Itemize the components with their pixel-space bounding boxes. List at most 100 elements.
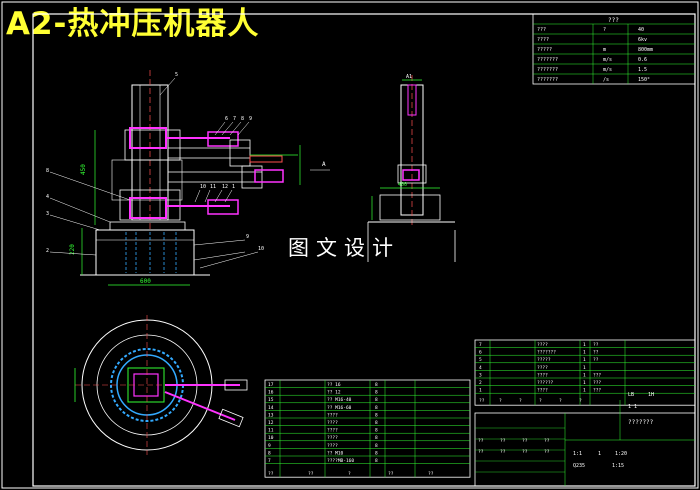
param-value: 1.5 — [638, 67, 647, 73]
assembly-no: 4 — [479, 365, 482, 371]
title-block-label: ?? — [478, 438, 484, 444]
assembly-name: ???? — [537, 365, 548, 371]
param-value: 800mm — [638, 47, 653, 53]
assembly-qty: 1 — [583, 342, 586, 348]
assembly-no: 5 — [479, 357, 482, 363]
param-name: ??? — [537, 27, 546, 33]
sheet-count: 1 1 — [628, 404, 637, 410]
code-value: LB — [628, 392, 634, 398]
assembly-qty: 1 — [583, 388, 586, 394]
parts-qty: 8 — [375, 420, 378, 426]
parts-no: 17 — [268, 382, 274, 388]
param-name: ???? — [537, 37, 549, 43]
part-callout: 5 — [175, 72, 178, 78]
lower-gripper — [129, 197, 167, 219]
front-view: 600 450 220 — [49, 70, 301, 286]
param-unit: m/s — [603, 57, 612, 63]
parts-footer-label: ?? — [428, 471, 434, 477]
dim-label: 450 — [80, 164, 87, 175]
parts-name: ???? — [327, 435, 338, 441]
parts-no: 11 — [268, 428, 274, 434]
param-value: 150° — [638, 77, 650, 83]
parts-no: 9 — [268, 443, 271, 449]
part-callout: 4 — [46, 194, 49, 200]
parts-qty: 8 — [375, 443, 378, 449]
parts-name: ???? — [327, 412, 338, 418]
part-callout: 7 — [233, 116, 236, 122]
part-callout: 10 — [200, 184, 206, 190]
parts-footer-label: ? — [348, 471, 351, 477]
parts-qty: 8 — [375, 458, 378, 464]
param-name: ??????? — [537, 57, 558, 63]
assembly-note: ??? — [593, 372, 601, 378]
assembly-name: ????? — [537, 357, 551, 363]
parts-footer-label: ?? — [308, 471, 314, 477]
assembly-name: ?????? — [537, 380, 554, 386]
parts-qty: 8 — [375, 450, 378, 456]
assembly-no: 1 — [479, 388, 482, 394]
code-value: 1H — [648, 392, 654, 398]
parts-qty: 8 — [375, 397, 378, 403]
side-view: A1 400 — [367, 74, 456, 262]
part-callout: 1 — [232, 184, 235, 190]
sheet-value: 1:15 — [612, 463, 624, 469]
title-block-label: ?? — [500, 438, 506, 444]
title-block-label: ?? — [544, 438, 550, 444]
drawing-title: A2-热冲压机器人 — [6, 6, 260, 42]
scale-value: 1:1 — [573, 451, 582, 457]
assembly-name: ???? — [537, 342, 548, 348]
watermark-stamp: 图文设计 — [288, 236, 400, 260]
assembly-note: ??? — [593, 388, 601, 394]
assembly-footer-label: ? — [539, 398, 542, 404]
quantity-value: 1 — [598, 451, 601, 457]
section-label: A — [322, 161, 326, 168]
assembly-name: ???? — [537, 388, 548, 394]
param-unit: /s — [603, 77, 609, 83]
part-callout: 3 — [46, 211, 49, 217]
part-callout: 8 — [46, 168, 49, 174]
param-value: 6kv — [638, 37, 647, 43]
assembly-list-table: 7????1??6???????1??5?????1??4????13????1… — [474, 339, 696, 406]
param-header: ??? — [608, 17, 619, 24]
assembly-no: 6 — [479, 350, 482, 356]
param-unit: m — [603, 47, 606, 53]
assembly-name: ???? — [537, 372, 548, 378]
dim-label: 220 — [69, 244, 76, 255]
assembly-footer-label: ? — [499, 398, 502, 404]
title-block-label: ?? — [544, 449, 550, 455]
parts-no: 14 — [268, 405, 274, 411]
parts-name: ?? M16-60 — [327, 405, 352, 411]
assembly-note: ?? — [593, 357, 599, 363]
dim-label: 400 — [398, 182, 407, 188]
assembly-no: 2 — [479, 380, 482, 386]
param-unit: m/s — [603, 67, 612, 73]
part-callout: 8 — [241, 116, 244, 122]
parts-qty: 8 — [375, 428, 378, 434]
assembly-note: ?? — [593, 342, 599, 348]
assembly-qty: 1 — [583, 365, 586, 371]
assembly-note: ??? — [593, 380, 601, 386]
dim-label: 600 — [140, 278, 151, 285]
part-callout: 12 — [222, 184, 228, 190]
drawing-name: ??????? — [628, 419, 654, 426]
title-block-label: ?? — [522, 449, 528, 455]
parts-name: ?? 16 — [327, 382, 341, 388]
parts-no: 7 — [268, 458, 271, 464]
parts-name: ???? — [327, 428, 338, 434]
parts-no: 12 — [268, 420, 274, 426]
parts-name: ?? M10 — [327, 450, 344, 456]
parts-footer-label: ?? — [388, 471, 394, 477]
part-callout: 10 — [258, 246, 264, 252]
title-block-label: ?? — [522, 438, 528, 444]
parts-no: 15 — [268, 397, 274, 403]
param-name: ????? — [537, 47, 552, 53]
param-unit: ? — [603, 27, 606, 33]
assembly-qty: 1 — [583, 357, 586, 363]
parts-no: 8 — [268, 450, 271, 456]
